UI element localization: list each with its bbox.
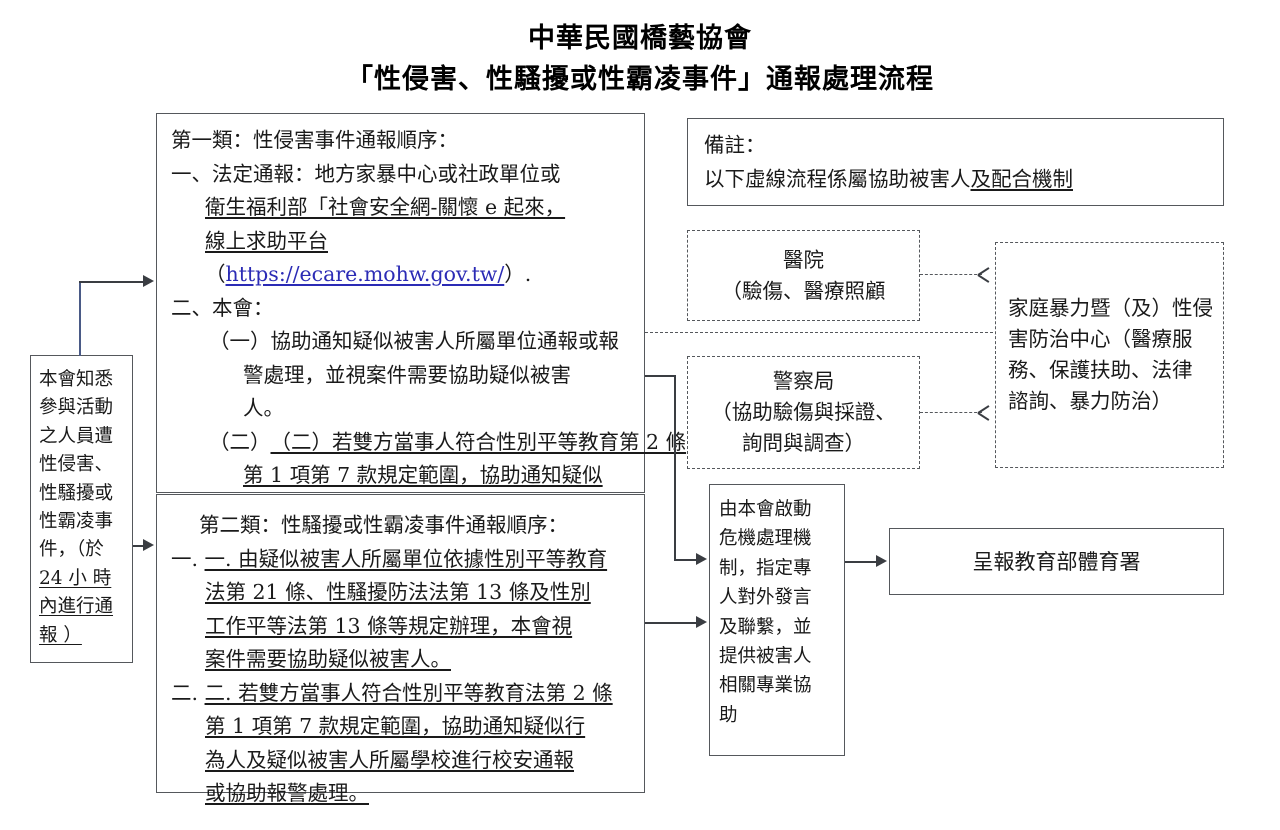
police-line: 詢問與調查） <box>742 431 865 455</box>
arrowhead-into-type1 <box>143 275 154 287</box>
connector-type1-to-crisis <box>674 559 699 561</box>
crisis-line: 相關專業協 <box>719 675 812 697</box>
connector-trigger-to-type2 <box>133 545 149 547</box>
type2-heading: 第二類：性騷擾或性霸凌事件通報順序： <box>199 513 568 537</box>
connector-type1-down <box>674 375 676 560</box>
arrowhead-police-to-center <box>978 412 991 425</box>
arrowhead-hospital-to-center <box>978 274 991 287</box>
crisis-response-box: 由本會啟動 危機處理機 制，指定專 人對外發言 及聯繫，並 提供被害人 相關專業… <box>709 484 845 756</box>
crisis-line: 提供被害人 <box>719 646 812 668</box>
type1-line: 一、法定通報：地方家暴中心或社政單位或 <box>171 161 561 186</box>
trigger-line: 24 小 時 <box>39 567 112 589</box>
type2-line: 一. 一. 由疑似被害人所屬單位依據性別平等教育 <box>171 546 608 571</box>
trigger-line: 參與活動 <box>39 397 114 419</box>
dashed-connector-police-to-center <box>920 412 982 413</box>
type1-line: 衛生福利部「社會安全網-關懷 e 起來， <box>205 195 566 219</box>
police-line: 警察局 <box>772 369 835 393</box>
connector-crisis-to-report <box>845 561 879 563</box>
type2-line: 為人及疑似被害人所屬學校進行校安通報 <box>205 747 574 772</box>
trigger-line: 性騷擾或 <box>39 482 114 504</box>
type1-line: 人。 <box>243 396 284 420</box>
document-title: 「性侵害、性騷擾或性霸凌事件」通報處理流程 <box>346 64 934 95</box>
center-line: 諮詢、暴力防治） <box>1008 389 1172 413</box>
crisis-line: 由本會啟動 <box>719 499 812 520</box>
crisis-line: 助 <box>719 704 738 726</box>
arrowhead-into-type2 <box>143 539 154 551</box>
type2-line: 第 1 項第 7 款規定範圍，協助通知疑似行 <box>205 714 586 738</box>
crisis-line: 人對外發言 <box>719 587 812 609</box>
arrowhead-type1-to-crisis <box>696 553 707 565</box>
connector-type2-to-crisis <box>645 622 699 624</box>
org-title: 中華民國橋藝協會 <box>528 23 752 54</box>
trigger-line: 性侵害、 <box>39 454 114 476</box>
note-box: 備註： 以下虛線流程係屬協助被害人及配合機制 <box>687 118 1224 206</box>
crisis-line: 及聯繫，並 <box>719 616 812 638</box>
type1-line: 第 1 項第 7 款規定範圍，協助通知疑似 <box>243 463 603 487</box>
note-label: 備註： <box>704 133 766 157</box>
report-text: 呈報教育部體育署 <box>972 549 1141 574</box>
prevention-center-box: 家庭暴力暨（及）性侵 害防治中心（醫療服 務、保護扶助、法律 諮詢、暴力防治） <box>995 242 1224 468</box>
arrowhead-type2-to-crisis <box>696 616 707 628</box>
hospital-line: 醫院 <box>783 247 824 272</box>
note-text: 以下虛線流程係屬協助被害人及配合機制 <box>704 167 1073 191</box>
type2-line: 案件需要協助疑似被害人。 <box>205 647 451 671</box>
trigger-line: 之人員遭 <box>39 425 114 447</box>
crisis-line: 制，指定專 <box>719 557 812 579</box>
trigger-line: 報 ） <box>39 624 82 646</box>
trigger-line: 本會知悉 <box>39 369 114 390</box>
police-line: （協助驗傷與採證、 <box>711 400 896 424</box>
type1-line: （二）（二）若雙方當事人符合性別平等教育第 2 條 <box>209 429 687 454</box>
type1-line: 警處理，並視案件需要協助疑似被害 <box>243 362 571 387</box>
trigger-line: 內進行通 <box>39 596 114 618</box>
type2-line: 工作平等法第 13 條等規定辦理，本會視 <box>205 613 573 638</box>
dashed-connector-type1-to-center <box>645 332 993 333</box>
type2-line: 或協助報警處理。 <box>205 781 369 805</box>
trigger-line: 件，（於 <box>39 539 104 561</box>
hospital-box: 醫院 （驗傷、醫療照顧 <box>687 230 920 321</box>
type1-heading: 第一類：性侵害事件通報順序： <box>171 128 458 152</box>
type2-line: 二. 二. 若雙方當事人符合性別平等教育法第 2 條 <box>171 680 613 705</box>
ecare-link[interactable]: https://ecare.mohw.gov.tw/ <box>225 262 505 286</box>
connector-type1-right <box>645 375 676 377</box>
trigger-box: 本會知悉 參與活動 之人員遭 性侵害、 性騷擾或 性霸凌事 件，（於 24 小 … <box>30 355 133 663</box>
type1-line: 線上求助平台 <box>205 228 328 253</box>
type2-line: 法第 21 條、性騷擾防法法第 13 條及性別 <box>205 580 591 604</box>
type1-line: 二、本會： <box>171 295 274 320</box>
hospital-line: （驗傷、醫療照顧 <box>721 278 886 303</box>
arrowhead-crisis-to-report <box>876 555 887 567</box>
connector-trigger-to-type1 <box>79 281 147 283</box>
type1-procedure-box: 第一類：性侵害事件通報順序： 一、法定通報：地方家暴中心或社政單位或 衛生福利部… <box>156 113 687 554</box>
connector-trigger-up <box>79 281 81 356</box>
type1-line-link: （https://ecare.mohw.gov.tw/）. <box>205 262 532 286</box>
crisis-line: 危機處理機 <box>719 528 812 550</box>
center-line: 害防治中心（醫療服 <box>1008 327 1193 351</box>
type2-procedure-box: 第二類：性騷擾或性霸凌事件通報順序： 一. 一. 由疑似被害人所屬單位依據性別平… <box>156 494 645 805</box>
center-line: 家庭暴力暨（及）性侵 <box>1008 296 1213 320</box>
center-line: 務、保護扶助、法律 <box>1008 358 1193 382</box>
police-box: 警察局 （協助驗傷與採證、 詢問與調查） <box>687 356 920 469</box>
trigger-line: 性霸凌事 <box>39 511 114 533</box>
dashed-connector-hospital-to-center <box>920 274 982 275</box>
report-to-sports-administration-box: 呈報教育部體育署 <box>889 528 1224 595</box>
type1-line: （一）協助通知疑似被害人所屬單位通報或報 <box>209 329 619 353</box>
